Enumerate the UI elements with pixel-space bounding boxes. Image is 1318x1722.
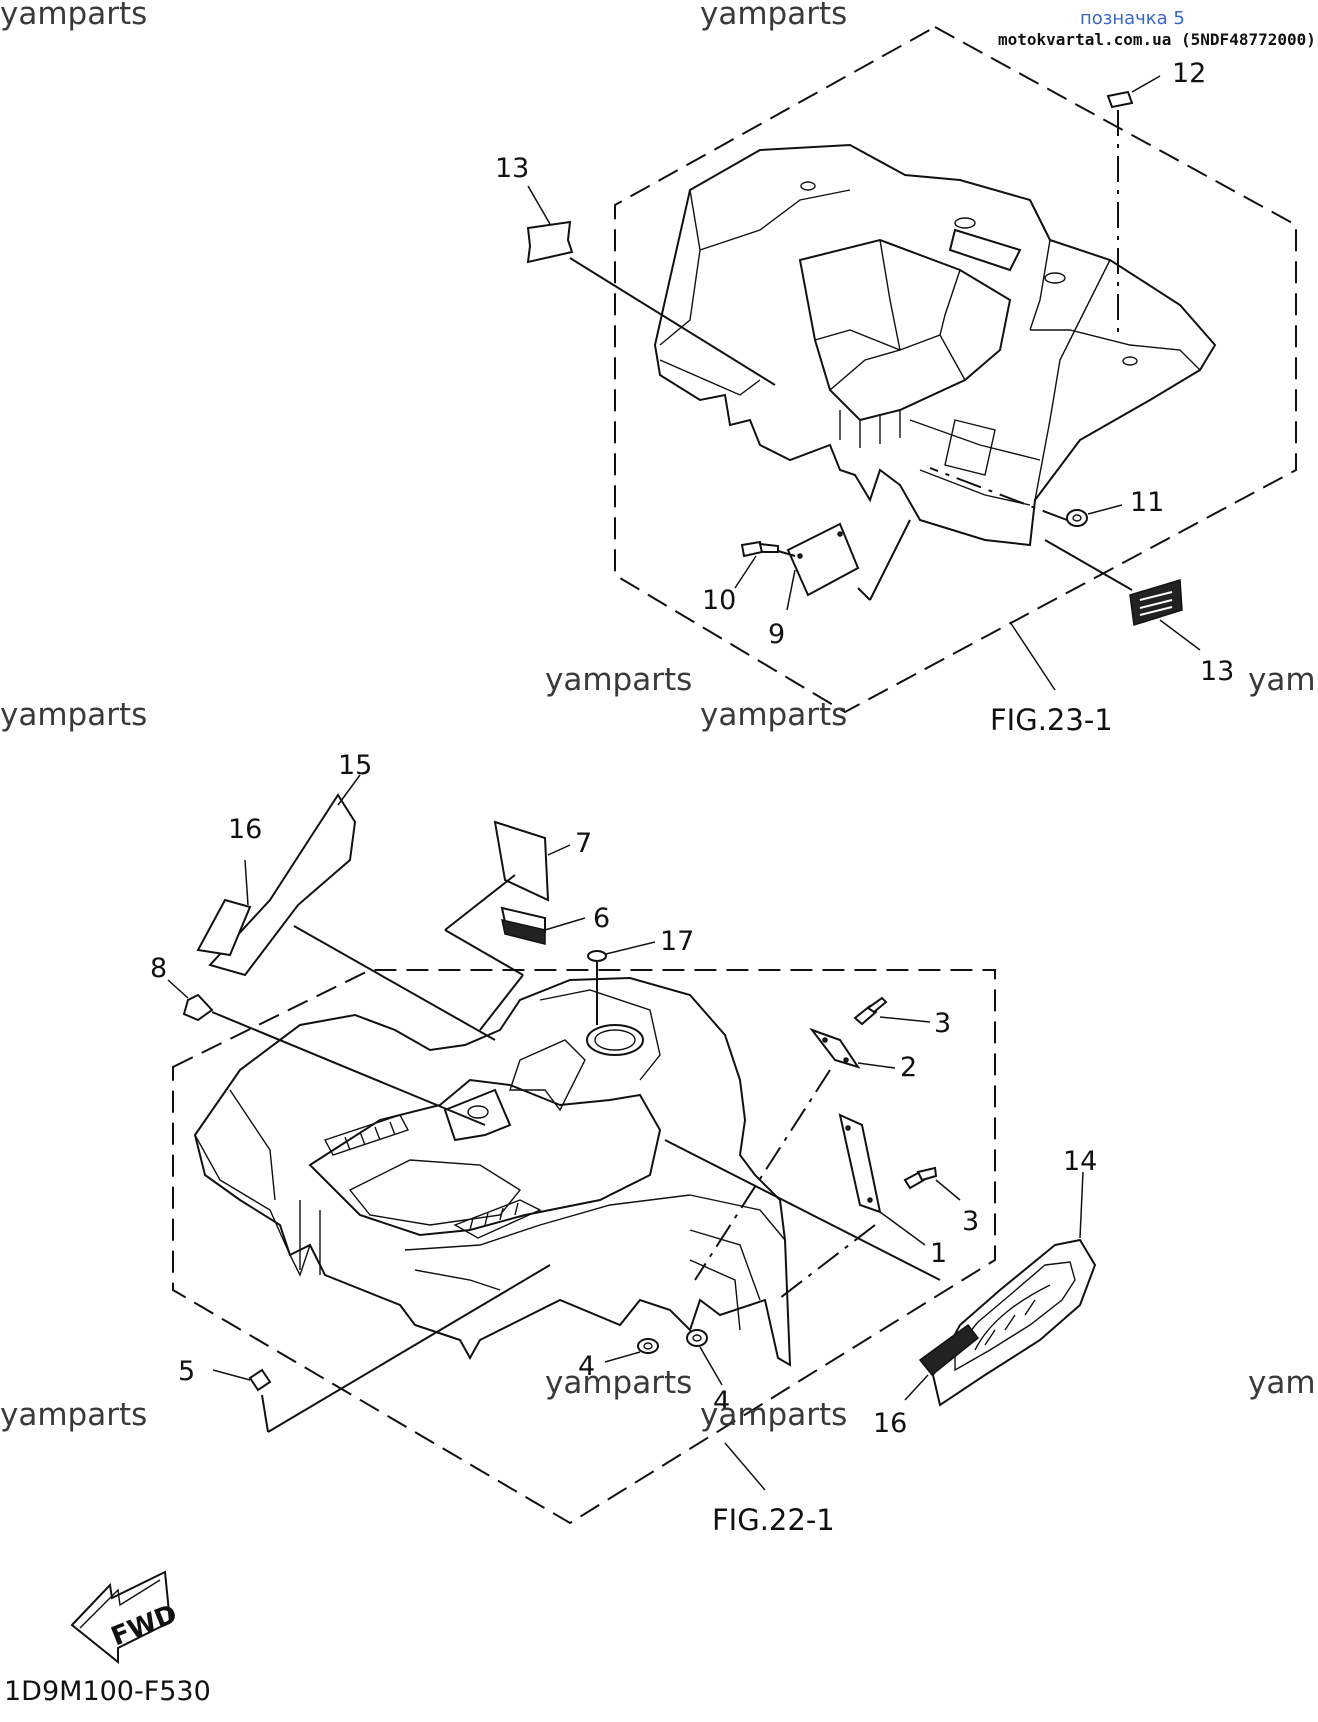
rear-fender-assembly: [614, 25, 1297, 714]
watermark: yamparts: [0, 697, 147, 733]
part-2-plate: [809, 1027, 861, 1069]
callout-1: 1: [930, 1238, 947, 1269]
front-vent-grille: [323, 1114, 410, 1156]
rear-yamaha-plate: [948, 228, 1022, 272]
watermark: yam: [1248, 662, 1316, 698]
part-13-decal-right: [1129, 579, 1183, 626]
part-7-decal: [493, 820, 550, 902]
callout-12: 12: [1172, 58, 1206, 89]
front-headlight-bay: [443, 1088, 512, 1142]
part-8-emblem: [182, 993, 214, 1022]
rear-fender-left-top: [699, 189, 851, 251]
callout-3-top: 3: [934, 1008, 951, 1039]
header-badge: позначка 5: [1080, 8, 1185, 29]
part-17-cap: [587, 950, 607, 962]
watermark: yamparts: [545, 662, 692, 698]
part-11-grommet: [1066, 509, 1088, 527]
callout-16-top: 16: [228, 814, 262, 845]
watermark: yamparts: [700, 697, 847, 733]
part-4-grommet-left: [637, 1338, 659, 1354]
part-12-label: [1106, 90, 1134, 109]
watermark: yamparts: [0, 0, 147, 32]
callout-15: 15: [338, 750, 372, 781]
header-source: motokvartal.com.ua (5NDF48772000): [998, 30, 1316, 49]
rear-fender-left-contour: [659, 189, 701, 346]
fig-23-1-label: FIG.23-1: [990, 703, 1113, 737]
front-lower-vent: [453, 1199, 542, 1239]
front-fender-assembly: [172, 969, 996, 1525]
watermark: yamparts: [700, 0, 847, 32]
callout-8: 8: [150, 953, 167, 984]
part-4-grommet-right: [686, 1329, 708, 1347]
front-panel-top: [308, 1078, 662, 1237]
callout-13-top: 13: [495, 153, 529, 184]
license-plate-recess: [944, 419, 996, 476]
callout-14: 14: [1063, 1146, 1097, 1177]
callout-4-left: 4: [578, 1351, 595, 1382]
part-16-decal-top: [196, 898, 252, 957]
front-fender-boundary: [172, 969, 996, 1525]
callout-2: 2: [900, 1052, 917, 1083]
watermark: yamparts: [0, 1397, 147, 1433]
callout-7: 7: [575, 828, 592, 859]
watermark: yam: [1248, 1365, 1316, 1401]
callout-4-right: 4: [713, 1386, 730, 1417]
part-13-decal-left: [526, 220, 574, 264]
watermark: yamparts: [700, 1397, 847, 1433]
fwd-arrow-icon: FWD: [70, 1570, 182, 1665]
rear-fender-left-skirt: [659, 359, 761, 396]
part-14-grizzly-emblem: [931, 1238, 1097, 1407]
callout-13-bottom: 13: [1200, 656, 1234, 687]
rear-fender-boundary: [614, 25, 1297, 714]
callout-3-bottom: 3: [962, 1206, 979, 1237]
callout-6: 6: [593, 903, 610, 934]
callout-9: 9: [768, 619, 785, 650]
watermark: yamparts: [545, 1365, 692, 1401]
callout-10: 10: [702, 585, 736, 616]
callout-16-bottom: 16: [873, 1408, 907, 1439]
callout-5: 5: [178, 1356, 195, 1387]
fig-22-1-label: FIG.22-1: [712, 1503, 835, 1537]
part-16-decal-bottom: [918, 1323, 980, 1377]
callout-17: 17: [660, 926, 694, 957]
callout-11: 11: [1130, 487, 1164, 518]
diagram-code: 1D9M100-F530: [4, 1676, 211, 1707]
part-15-decal: [208, 793, 357, 977]
part-5-tag: [248, 1368, 272, 1392]
part-9-plate: [786, 522, 860, 597]
